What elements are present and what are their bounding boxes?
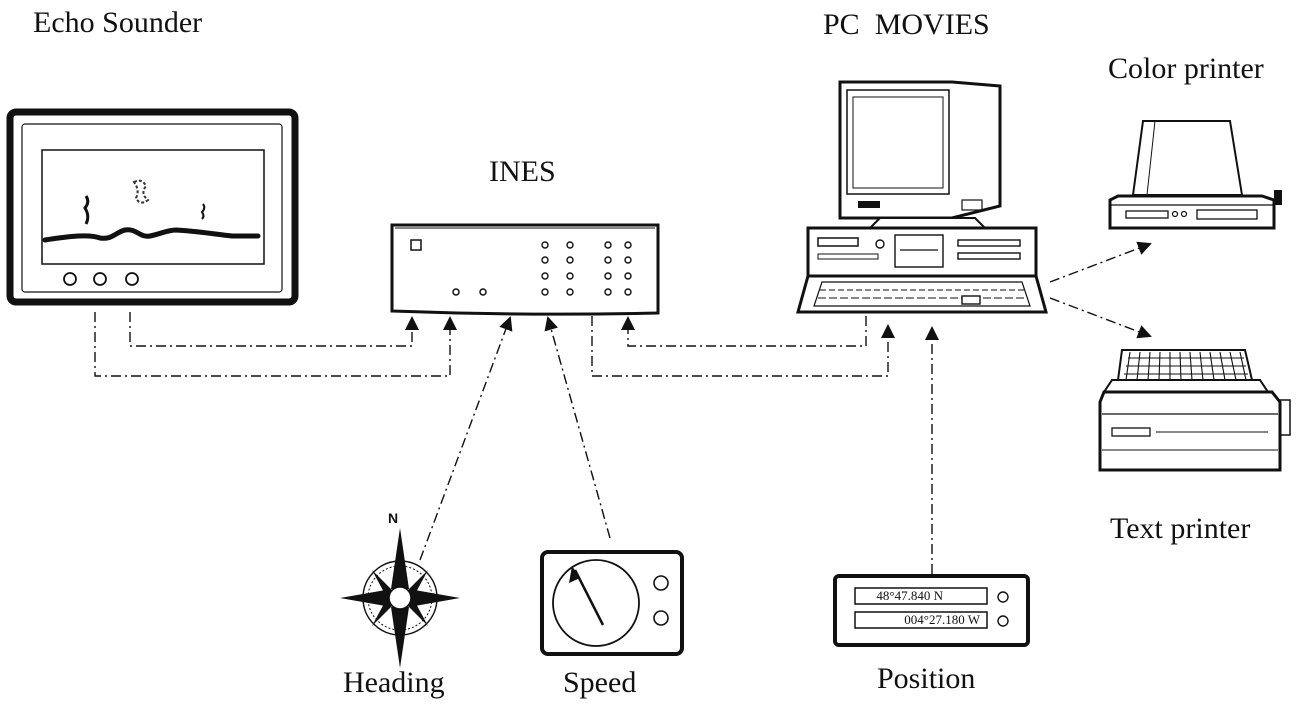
fish-echo-2 [132,179,150,204]
text-printer-label: Text printer [1110,512,1251,545]
fish-echo-3 [200,203,206,220]
speed-needle [573,569,605,626]
pc-movies-label: PC MOVIES [823,8,990,41]
pc-to-color-printer-link [1049,241,1152,283]
heading-to-ines-link [419,316,513,561]
echo-to-ines-link-1 [129,312,419,347]
connection-lines [94,241,1152,574]
speed-label: Speed [563,666,637,699]
speed-log-device [540,550,684,656]
fish-echo-1 [83,195,90,225]
knob-1 [63,272,77,286]
seabed-echo-trace [42,227,261,243]
gps-position-device: 48°47.840 N 004°27.180 W [833,574,1030,647]
ines-device [390,223,660,316]
compass-north-label: N [388,510,398,526]
text-printer [1098,349,1291,472]
pc-to-ines-link [621,316,867,347]
echo-sounder [6,108,299,306]
pc-to-text-printer-link [1049,297,1152,339]
compass-icon: N [340,510,460,668]
echo-sounder-label: Echo Sounder [33,6,203,39]
color-printer [1108,120,1282,230]
text-printer-paper-feed [1124,351,1248,381]
ines-label: INES [489,155,556,188]
gps-latitude-readout: 48°47.840 N [876,588,943,603]
gps-longitude-readout: 004°27.180 W [904,612,980,627]
ines-led-grid [541,241,632,296]
ines-to-pc-link [591,316,895,377]
knob-3 [125,272,139,286]
speed-to-ines-link [544,316,611,539]
position-label: Position [877,662,976,695]
echo-to-ines-link-2 [94,312,457,377]
pc-computer [796,80,1048,314]
heading-label: Heading [343,666,445,699]
knob-2 [93,272,107,286]
color-printer-label: Color printer [1108,52,1264,85]
